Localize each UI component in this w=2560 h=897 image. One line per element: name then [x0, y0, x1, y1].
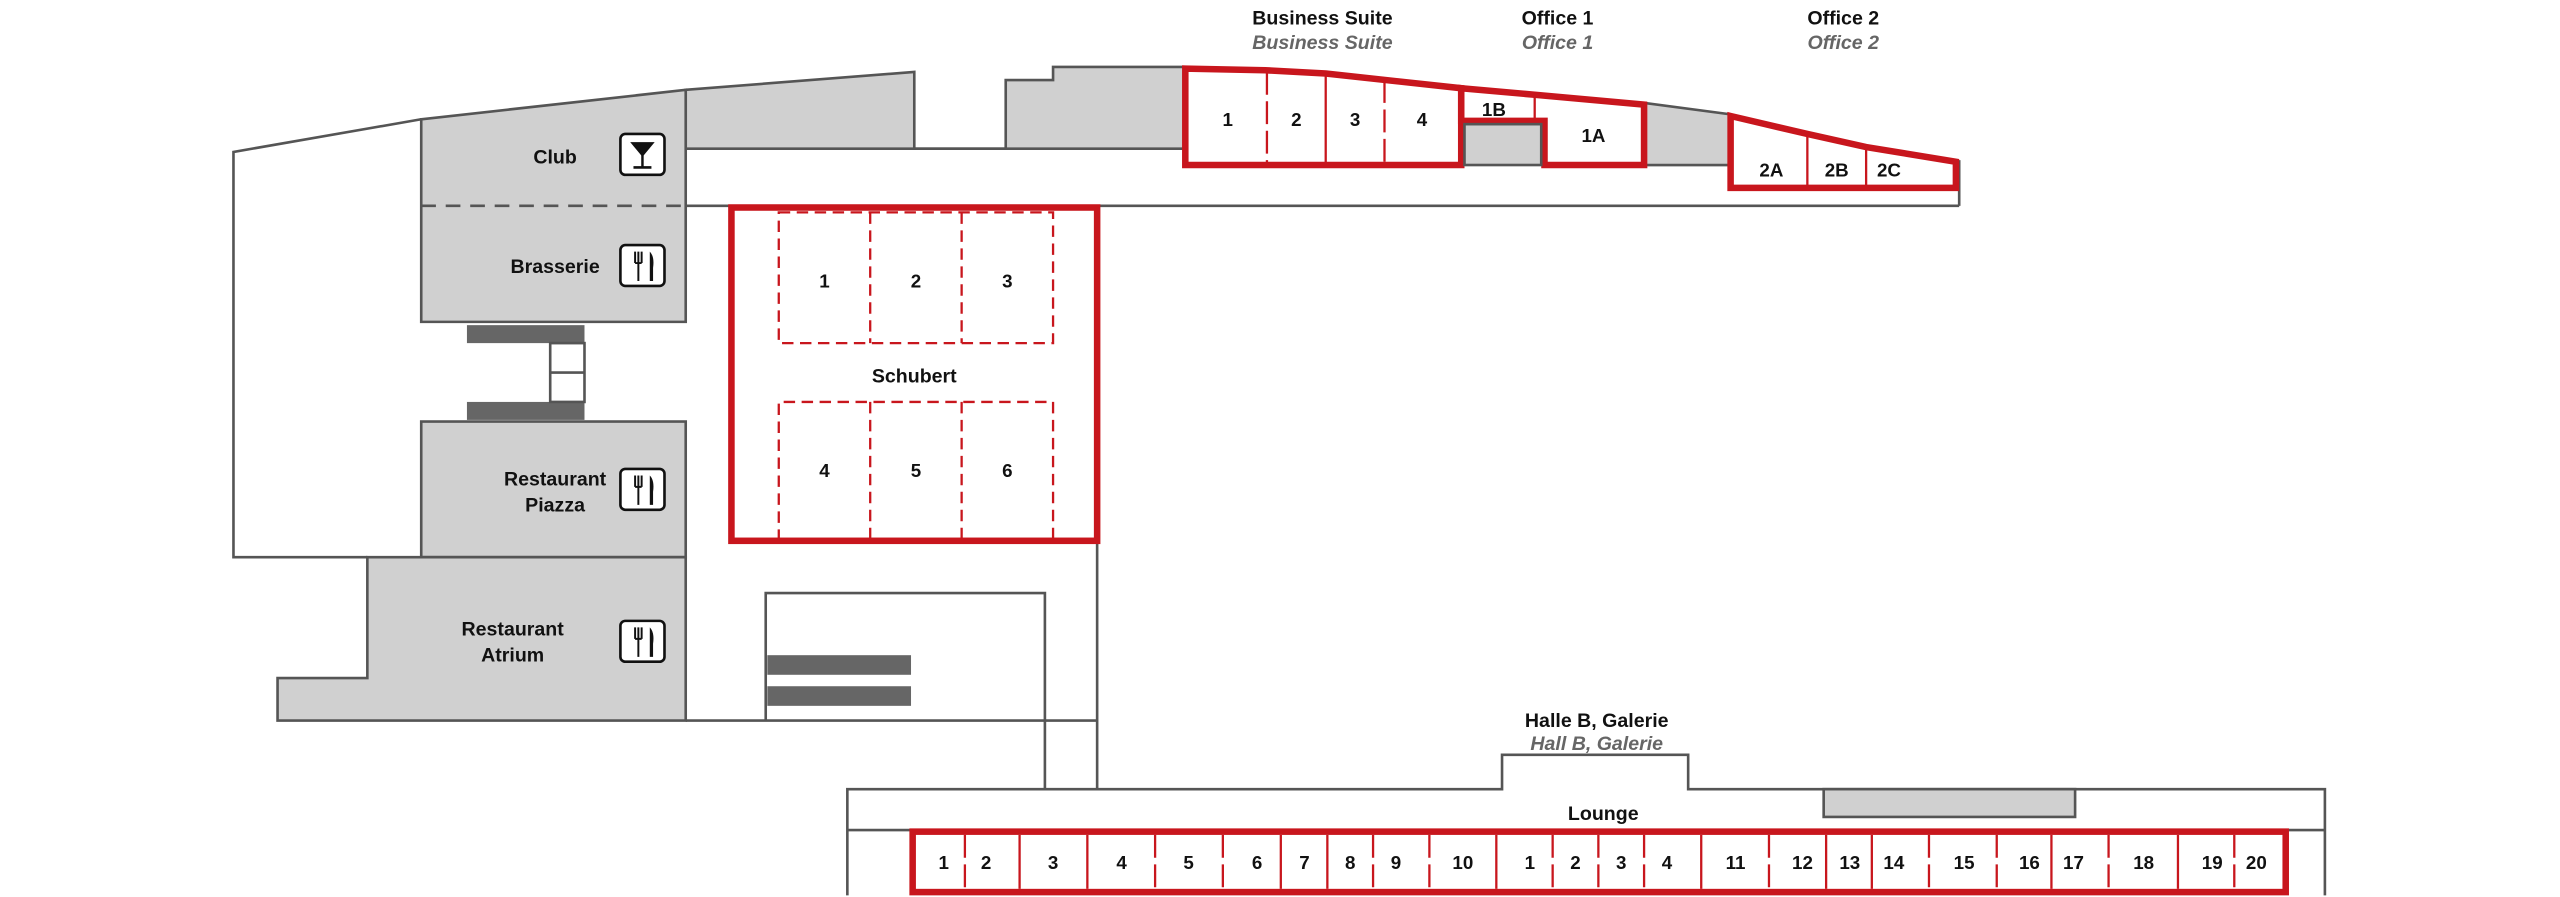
- lounge-booth[interactable]: 8: [1345, 852, 1355, 873]
- office-room-1a[interactable]: 1A: [1581, 125, 1605, 146]
- lounge-booth[interactable]: 1: [938, 852, 948, 873]
- halle-b-title: Halle B, Galerie: [1525, 710, 1669, 732]
- business-suite-room-1[interactable]: 1: [1223, 109, 1233, 130]
- lounge-booth[interactable]: 4: [1116, 852, 1127, 873]
- lounge-booth[interactable]: 19: [2202, 852, 2223, 873]
- fork-knife-icon: [619, 243, 666, 288]
- cocktail-glass-icon: [619, 132, 666, 177]
- office-2-subtitle: Office 2: [1808, 32, 1880, 54]
- business-suite-room-4[interactable]: 4: [1417, 109, 1428, 130]
- fork-knife-icon: [619, 467, 666, 512]
- lounge-booth[interactable]: 1: [1525, 852, 1535, 873]
- lounge-booth[interactable]: 3: [1048, 852, 1058, 873]
- lounge-booth[interactable]: 16: [2019, 852, 2040, 873]
- venue-office-1[interactable]: [1457, 84, 1648, 169]
- lounge-booth[interactable]: 10: [1452, 852, 1473, 873]
- business-suite-title: Business Suite: [1252, 8, 1392, 30]
- lounge-booth[interactable]: 15: [1954, 852, 1975, 873]
- office-room-2b[interactable]: 2B: [1825, 159, 1849, 180]
- lounge-booth[interactable]: 5: [1183, 852, 1193, 873]
- schubert-label: Schubert: [872, 365, 957, 387]
- schubert-room-2[interactable]: 2: [911, 271, 921, 292]
- gray-block-top: [684, 70, 916, 150]
- gray-block-office: [1642, 101, 1732, 167]
- lounge-booth[interactable]: 2: [981, 852, 991, 873]
- lounge-booth[interactable]: 7: [1299, 852, 1309, 873]
- office-1-title: Office 1: [1522, 8, 1594, 30]
- lounge-booth[interactable]: 20: [2246, 852, 2267, 873]
- schubert-room-6[interactable]: 6: [1002, 460, 1012, 481]
- office-1-subtitle: Office 1: [1522, 32, 1593, 54]
- restaurant-atrium-line2: Atrium: [481, 645, 544, 667]
- lounge-booth[interactable]: 17: [2063, 852, 2084, 873]
- lounge-booth[interactable]: 6: [1252, 852, 1262, 873]
- schubert-room-1[interactable]: 1: [819, 271, 829, 292]
- lounge-booth[interactable]: 13: [1839, 852, 1860, 873]
- venue-schubert[interactable]: [728, 204, 1101, 545]
- office-room-1b[interactable]: 1B: [1482, 99, 1506, 120]
- schubert-room-4[interactable]: 4: [819, 460, 830, 481]
- lounge-booth[interactable]: 9: [1391, 852, 1401, 873]
- office-room-2a[interactable]: 2A: [1759, 159, 1783, 180]
- restaurant-piazza-line1: Restaurant: [504, 468, 607, 490]
- gray-block-top-mid: [1004, 65, 1187, 150]
- office-room-2c[interactable]: 2C: [1877, 159, 1901, 180]
- business-suite-room-3[interactable]: 3: [1350, 109, 1360, 130]
- schubert-room-3[interactable]: 3: [1002, 271, 1012, 292]
- brasserie-label: Brasserie: [510, 256, 599, 278]
- schubert-subrooms: [777, 211, 1055, 541]
- escalator-lower: [767, 655, 912, 706]
- venue-restaurant-atrium[interactable]: [276, 555, 688, 722]
- gray-block-office-1: [1463, 122, 1543, 167]
- escalator-upper: [466, 325, 586, 420]
- lounge-booth[interactable]: 2: [1570, 852, 1580, 873]
- restaurant-piazza-line2: Piazza: [525, 494, 586, 516]
- fork-knife-icon: [619, 619, 666, 664]
- lounge-booth[interactable]: 14: [1883, 852, 1904, 873]
- lounge-booth[interactable]: 12: [1792, 852, 1813, 873]
- office-2-title: Office 2: [1807, 8, 1879, 30]
- lounge-label: Lounge: [1568, 803, 1639, 825]
- lounge-booth[interactable]: 18: [2133, 852, 2154, 873]
- halle-b-subtitle: Hall B, Galerie: [1530, 733, 1663, 755]
- business-suite-subtitle: Business Suite: [1252, 32, 1392, 54]
- schubert-room-5[interactable]: 5: [911, 460, 921, 481]
- gray-block-lounge: [1822, 787, 2077, 819]
- business-suite-room-2[interactable]: 2: [1291, 109, 1301, 130]
- restaurant-atrium-line1: Restaurant: [462, 619, 565, 641]
- lounge-booth[interactable]: 11: [1726, 852, 1746, 873]
- lounge-booth[interactable]: 3: [1616, 852, 1626, 873]
- lounge-booth[interactable]: 4: [1662, 852, 1673, 873]
- club-label: Club: [533, 146, 577, 168]
